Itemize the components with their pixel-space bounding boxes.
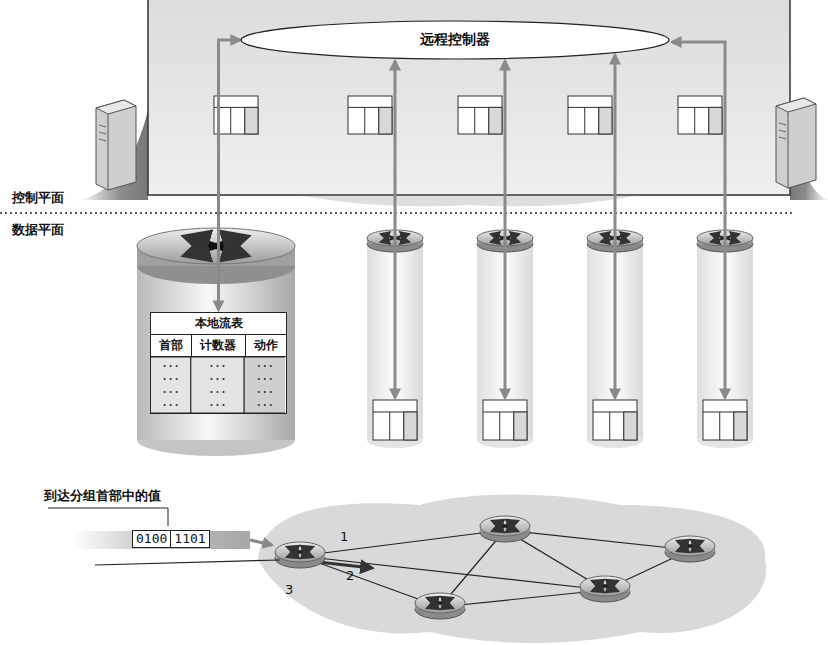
table-header-cell: 计数器 xyxy=(191,335,244,356)
plane-label: 控制平面 xyxy=(12,190,64,206)
flow-table-icon xyxy=(703,400,747,440)
flow-table-icon xyxy=(593,400,637,440)
flow-table-icon xyxy=(678,96,722,134)
router-icon xyxy=(665,536,715,562)
callout-label: 到达分组首部中的值 xyxy=(44,488,161,504)
port-number: 1 xyxy=(340,529,348,545)
plane-label: 数据平面 xyxy=(12,222,64,238)
controller-ellipse: 远程控制器 xyxy=(240,20,670,60)
table-title: 本地流表 xyxy=(151,313,286,335)
flow-table-icon xyxy=(458,96,502,134)
packet-strip xyxy=(72,531,250,549)
router-icon xyxy=(480,516,530,542)
flow-table-icon xyxy=(568,96,612,134)
router-icon xyxy=(275,542,325,568)
flow-table-icon xyxy=(373,400,417,440)
router-cylinder xyxy=(137,228,295,456)
controller-label: 远程控制器 xyxy=(420,31,490,49)
incoming-link xyxy=(95,560,280,565)
packet-header: 01001101 xyxy=(132,530,210,548)
network-cloud xyxy=(258,494,766,642)
table-rows xyxy=(151,357,285,413)
flow-table-icon xyxy=(214,96,258,134)
table-header-cell: 动作 xyxy=(245,335,286,356)
server xyxy=(96,100,136,190)
header-field: 1101 xyxy=(170,531,208,547)
flow-table-icon xyxy=(348,96,392,134)
server xyxy=(776,98,816,188)
header-field: 0100 xyxy=(133,531,170,547)
flow-table: 本地流表首部计数器动作 xyxy=(150,312,287,414)
port-number: 3 xyxy=(285,582,293,598)
flow-table-icon xyxy=(483,400,527,440)
router-icon xyxy=(415,593,465,619)
port-number: 2 xyxy=(346,568,354,584)
table-header-cell: 首部 xyxy=(151,335,191,356)
router-icon xyxy=(580,576,630,602)
leader-line xyxy=(48,508,168,526)
control-connector xyxy=(219,40,241,310)
